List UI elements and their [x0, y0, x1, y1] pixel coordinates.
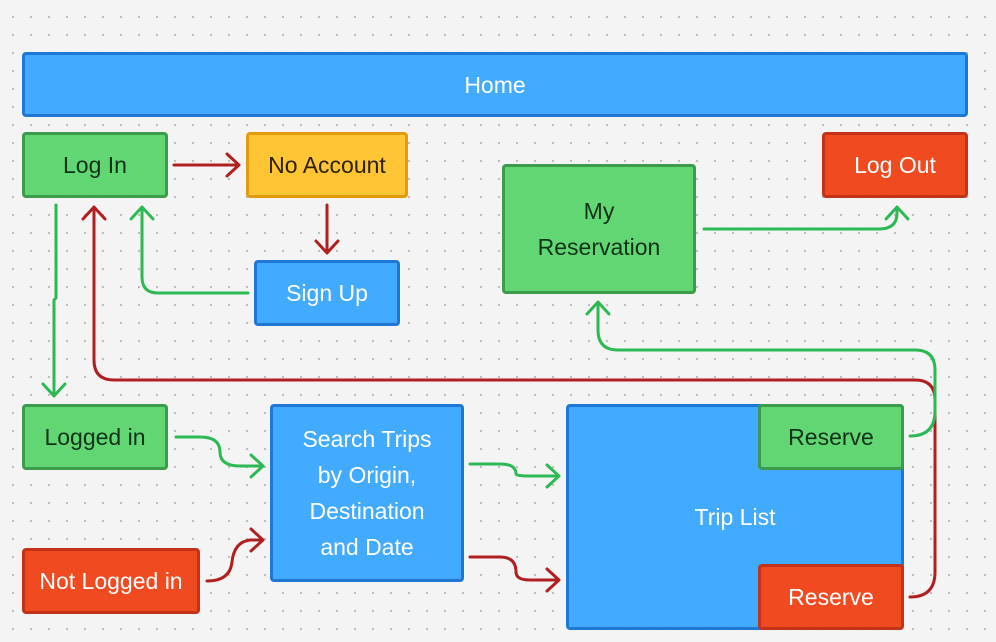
connector-login-to-noaccount	[172, 152, 241, 178]
reserve-red-node: Reserve	[758, 564, 904, 630]
connector-reserve-to-myreservation	[585, 300, 937, 438]
connector-reserve-to-login	[81, 205, 937, 599]
connector-search-to-triplist-green	[468, 462, 561, 489]
my-reservation-node: My Reservation	[502, 164, 696, 294]
home-node: Home	[22, 52, 968, 117]
connector-notloggedin-to-search	[205, 527, 265, 583]
not-logged-in-node: Not Logged in	[22, 548, 200, 614]
logged-in-node: Logged in	[22, 404, 168, 470]
connector-loggedin-to-search	[174, 435, 265, 479]
sign-up-node: Sign Up	[254, 260, 400, 326]
login-node: Log In	[22, 132, 168, 198]
connector-search-to-triplist-red	[468, 555, 561, 593]
connector-signup-to-login	[129, 205, 250, 295]
connector-noaccount-to-signup	[314, 203, 340, 255]
reserve-green-node: Reserve	[758, 404, 904, 470]
log-out-node: Log Out	[822, 132, 968, 198]
search-trips-node: Search Trips by Origin, Destination and …	[270, 404, 464, 582]
connector-myreservation-to-logout	[702, 205, 910, 231]
no-account-node: No Account	[246, 132, 408, 198]
connector-login-to-loggedin	[41, 203, 67, 398]
